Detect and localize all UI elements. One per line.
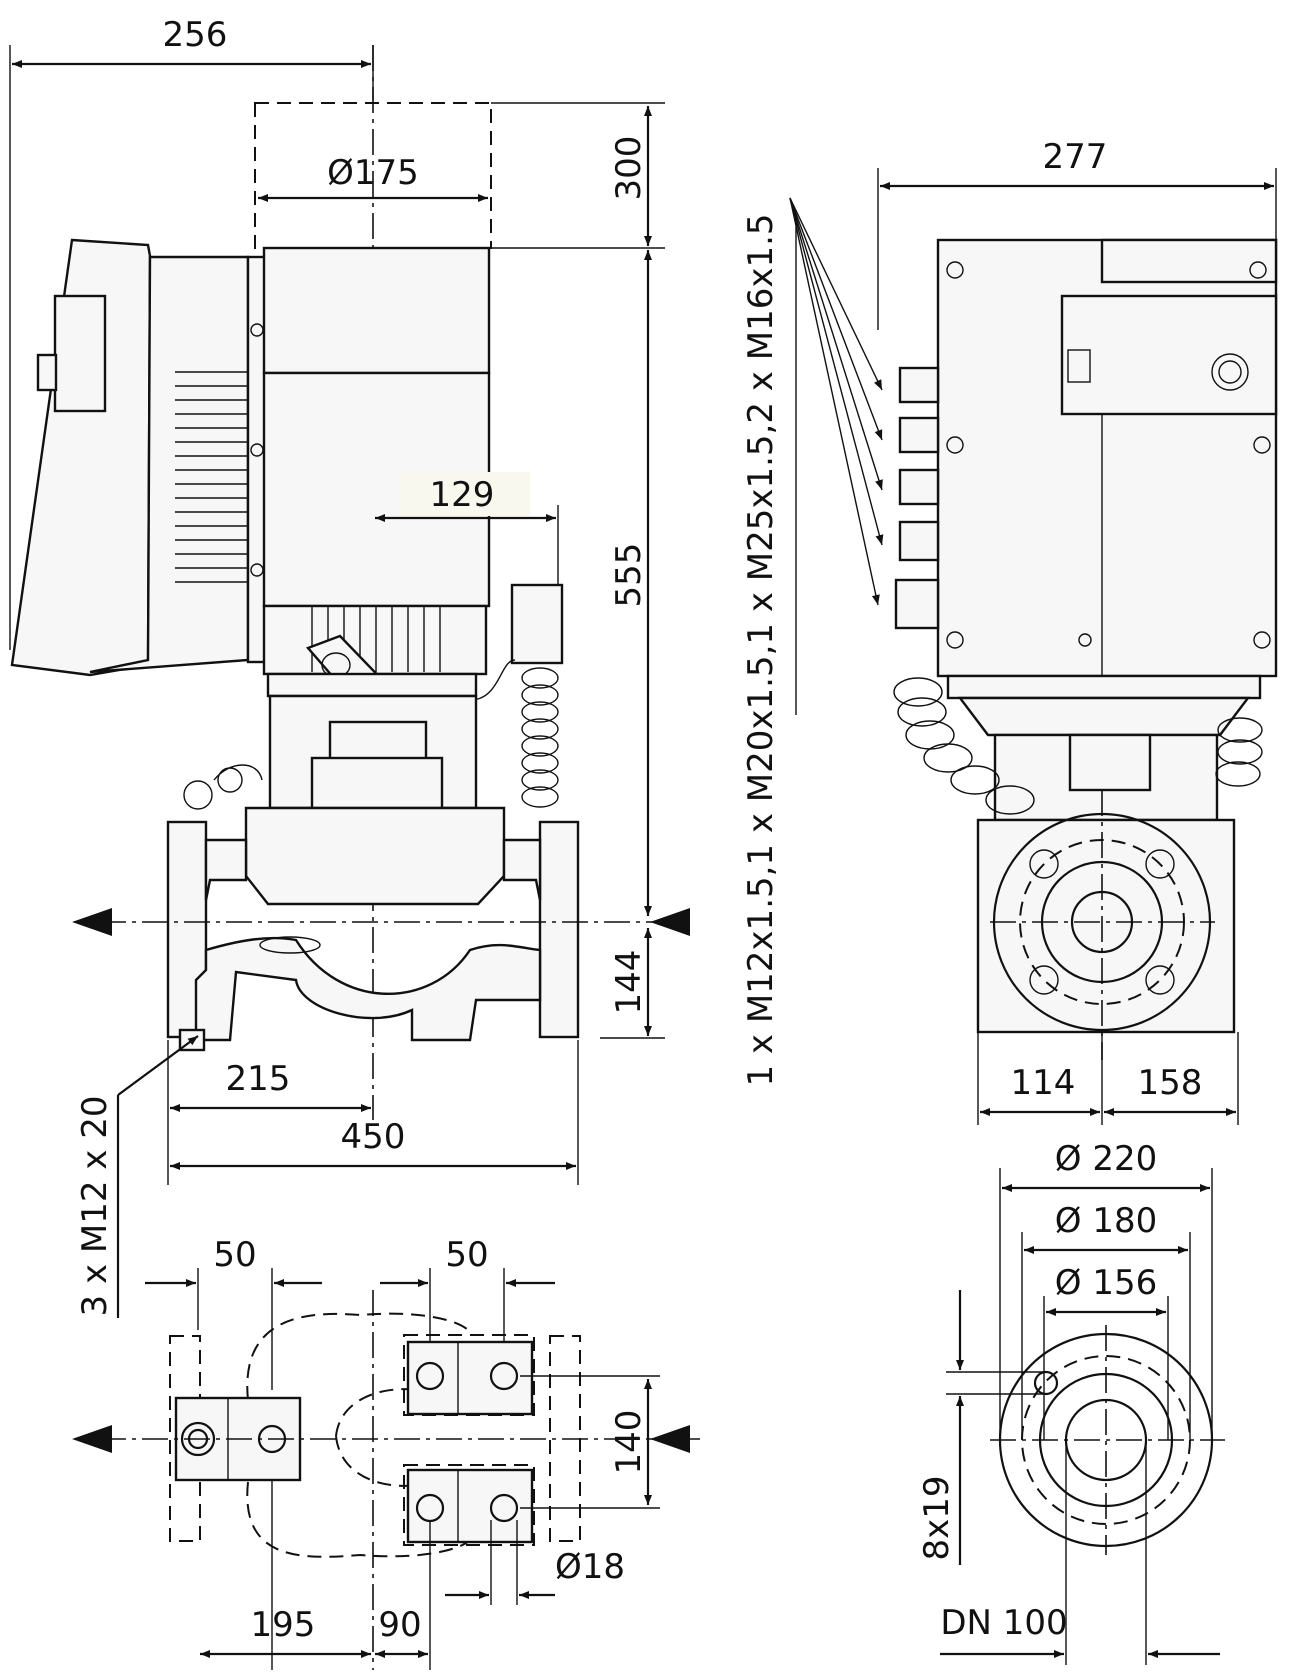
dim-50-right: 50 xyxy=(445,1235,488,1275)
dim-215: 215 xyxy=(226,1059,291,1099)
dim-140: 140 xyxy=(609,1410,649,1475)
flange-view: Ø 220 Ø 180 Ø 156 8x19 DN 100 xyxy=(917,1139,1225,1665)
cable-glands xyxy=(894,366,940,630)
dim-144: 144 xyxy=(609,950,649,1015)
dim-8x19: 8x19 xyxy=(917,1475,957,1560)
dim-50-left: 50 xyxy=(213,1235,256,1275)
thread-label: 3 x M12 x 20 xyxy=(75,1096,115,1317)
glands-label: 1 x M12x1.5,1 x M20x1.5,1 x M25x1.5,2 x … xyxy=(741,213,781,1086)
dim-158: 158 xyxy=(1138,1063,1203,1103)
dim-90: 90 xyxy=(378,1605,421,1645)
cable-coil xyxy=(521,667,559,808)
dim-555: 555 xyxy=(609,543,649,608)
base-view: 50 50 140 xyxy=(72,1235,700,1670)
dim-129: 129 xyxy=(430,475,495,515)
side-view: 277 1 x M12x1.5,1 x M20x1.5,1 x M25x1.5,… xyxy=(741,137,1278,1125)
dim-256: 256 xyxy=(163,15,228,55)
dim-114: 114 xyxy=(1011,1063,1076,1103)
dim-277: 277 xyxy=(1043,137,1108,177)
dim-d220: Ø 220 xyxy=(1055,1139,1157,1179)
side-cable-coil xyxy=(893,677,1263,815)
dim-195: 195 xyxy=(251,1605,316,1645)
front-view: 256 300 Ø175 xyxy=(9,15,690,1318)
cooling-fins xyxy=(175,371,248,583)
dim-d18: Ø18 xyxy=(555,1547,625,1587)
dim-300: 300 xyxy=(609,136,649,201)
dim-d180: Ø 180 xyxy=(1055,1201,1157,1241)
dim-450: 450 xyxy=(341,1117,406,1157)
dim-d156: Ø 156 xyxy=(1055,1263,1157,1303)
dim-dn100: DN 100 xyxy=(940,1603,1067,1643)
